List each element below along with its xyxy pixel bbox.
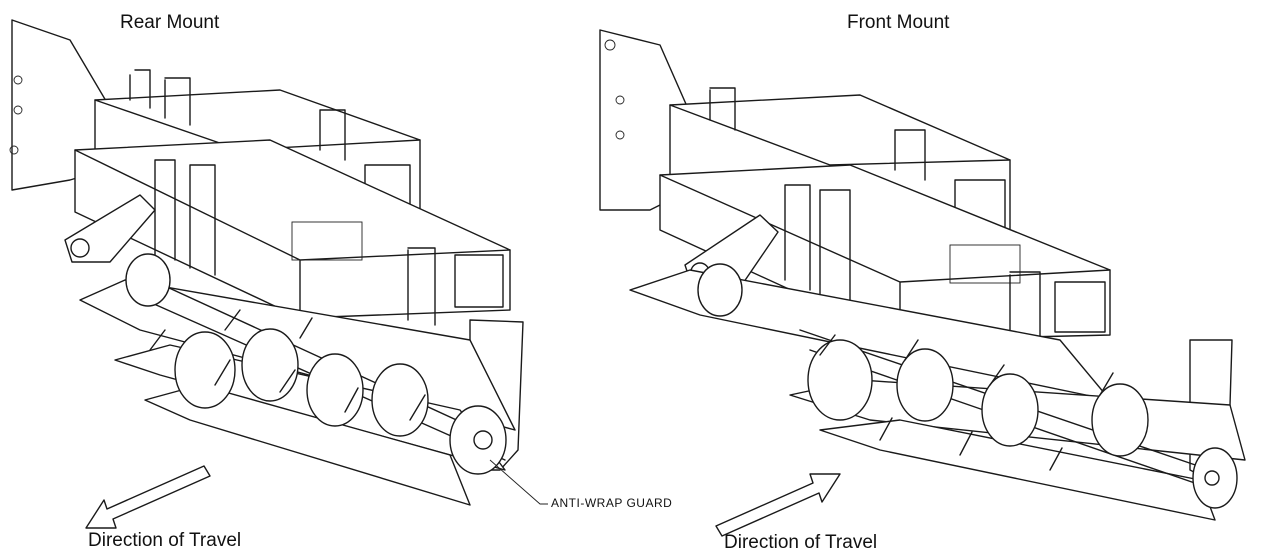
anti-wrap-guard-callout: ANTI-WRAP GUARD: [551, 496, 673, 510]
rear-travel-label: Direction of Travel: [88, 530, 242, 551]
travel-arrow-front: [715, 473, 841, 537]
front-mount-drawing: [599, 29, 1246, 521]
rear-mount-title: Rear Mount: [120, 12, 220, 33]
front-travel-label: Direction of Travel: [724, 532, 878, 553]
travel-arrow-rear: [85, 465, 211, 529]
rear-mount-drawing: [9, 19, 548, 506]
front-mount-title: Front Mount: [847, 12, 950, 33]
